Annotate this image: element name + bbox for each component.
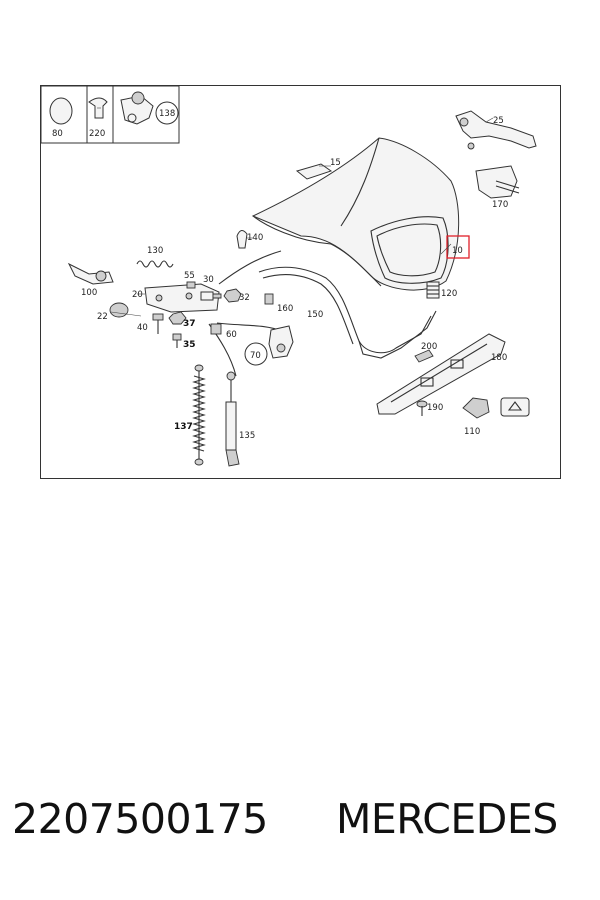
bracket-170-icon	[475, 165, 520, 199]
latch-20-icon	[144, 283, 220, 313]
inset-label-138-circle	[155, 101, 179, 125]
inset-label-220: 220	[89, 129, 105, 139]
plug-80-icon	[49, 97, 73, 125]
product-caption: 2207500175 MERCEDES	[0, 795, 600, 865]
clip-55-icon	[186, 281, 196, 289]
callout-180: 180	[491, 353, 507, 363]
hinge-25-icon	[455, 110, 537, 150]
callout-170: 170	[492, 200, 508, 210]
parts-diagram: 80 220 138	[40, 85, 561, 479]
trunk-lid-exploded-view: 80 220 138	[41, 86, 537, 467]
trim-panel-180-icon	[376, 333, 506, 415]
callout-32: 32	[239, 293, 250, 303]
nut-32-icon	[223, 288, 242, 303]
screw-190-icon	[416, 400, 428, 416]
inset-label-138: 138	[159, 109, 175, 119]
callout-120: 120	[441, 289, 457, 299]
highlight-box-10	[446, 235, 470, 259]
callout-200: 200	[421, 342, 437, 352]
inset-panel: 80 220 138	[41, 86, 180, 144]
callout-60: 60	[226, 330, 237, 340]
callout-160: 160	[277, 304, 293, 314]
callout-55: 55	[184, 271, 195, 281]
callout-130: 130	[147, 246, 163, 256]
callout-135: 135	[239, 431, 255, 441]
callout-70: 70	[250, 351, 261, 361]
nut-37-icon	[168, 311, 187, 325]
bracket-138-icon	[120, 91, 154, 125]
callout-100: 100	[81, 288, 97, 298]
release-cable	[218, 250, 282, 285]
callout-150: 150	[307, 310, 323, 320]
callout-20: 20	[132, 290, 143, 300]
callout-10: 10	[452, 246, 463, 256]
part-number: 2207500175	[12, 795, 268, 843]
callout-190: 190	[427, 403, 443, 413]
callout-40: 40	[137, 323, 148, 333]
gas-strut-135-icon	[225, 371, 240, 467]
handle-110-icon	[462, 397, 530, 419]
callout-35: 35	[183, 340, 196, 350]
callout-37: 37	[183, 319, 196, 329]
trunk-lid	[251, 137, 460, 359]
callout-70-circle	[244, 342, 268, 366]
bolt-30-icon	[200, 291, 222, 301]
callout-25: 25	[493, 116, 504, 126]
spring-130-icon	[136, 260, 174, 268]
callout-22: 22	[97, 312, 108, 322]
grommet-22-icon	[109, 302, 129, 318]
clip-160-icon	[264, 293, 274, 305]
switch-60-icon	[210, 323, 222, 335]
actuator-70-icon	[268, 325, 294, 359]
clip-200-icon	[414, 349, 434, 363]
clip-140-icon	[236, 230, 248, 249]
callout-30: 30	[203, 275, 214, 285]
bolt-40-icon	[152, 313, 164, 334]
bolt-35-icon	[172, 333, 182, 348]
inset-label-80: 80	[52, 129, 63, 139]
bumper-120-icon	[426, 281, 440, 299]
gas-spring-137-icon	[192, 364, 206, 466]
clip-220-icon	[88, 97, 108, 119]
callout-15: 15	[330, 158, 341, 168]
callout-137: 137	[174, 422, 193, 432]
emblem-15-icon	[295, 163, 333, 180]
callout-110: 110	[464, 427, 480, 437]
callout-140: 140	[247, 233, 263, 243]
brand-name: MERCEDES	[336, 795, 558, 843]
lock-100-icon	[67, 262, 114, 285]
